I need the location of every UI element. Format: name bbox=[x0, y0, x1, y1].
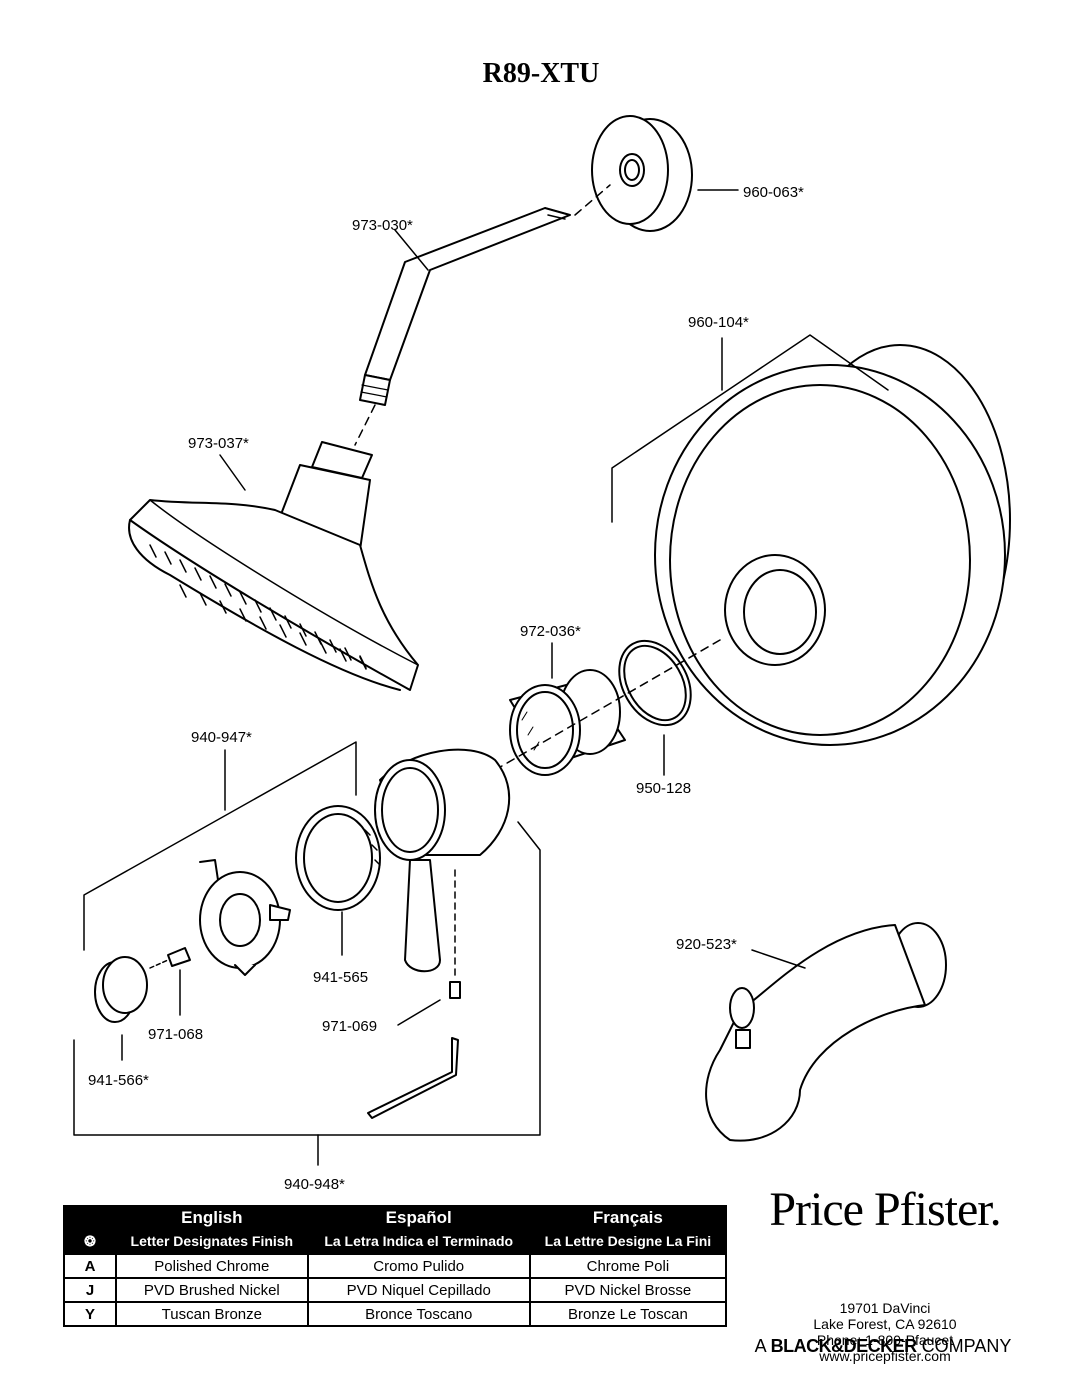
label-940-948: 940-948* bbox=[284, 1176, 345, 1193]
company-name: BLACK&DECKER bbox=[770, 1336, 918, 1356]
finish-key-header bbox=[63, 1205, 117, 1229]
hex-key bbox=[367, 1037, 459, 1119]
company-suffix: COMPANY bbox=[921, 1336, 1012, 1356]
set-screw bbox=[449, 981, 461, 999]
handle-body bbox=[374, 748, 511, 973]
address-line: 19701 DaVinci bbox=[839, 1300, 931, 1316]
finish-francais: Bronze Le Toscan bbox=[528, 1301, 728, 1327]
label-920-523: 920-523* bbox=[676, 936, 737, 953]
finish-francais: Chrome Poli bbox=[528, 1253, 728, 1279]
subheader-francais: La Lettre Designe La Fini bbox=[528, 1229, 728, 1255]
label-971-069: 971-069 bbox=[322, 1018, 377, 1035]
adapter bbox=[199, 859, 291, 976]
header-espanol: Español bbox=[306, 1205, 531, 1229]
parent-company: A BLACK&DECKER COMPANY bbox=[738, 1336, 1028, 1357]
shower-head bbox=[128, 441, 419, 691]
escutcheon-plate bbox=[654, 344, 1011, 746]
table-row: A Polished Chrome Cromo Pulido Chrome Po… bbox=[63, 1253, 728, 1279]
finish-english: Polished Chrome bbox=[115, 1253, 309, 1279]
finish-francais: PVD Nickel Brosse bbox=[528, 1277, 728, 1303]
address-line: Lake Forest, CA 92610 bbox=[813, 1316, 957, 1332]
finish-espanol: Bronce Toscano bbox=[306, 1301, 531, 1327]
label-973-030: 973-030* bbox=[352, 217, 413, 234]
finish-code: J bbox=[63, 1277, 117, 1303]
finish-english: Tuscan Bronze bbox=[115, 1301, 309, 1327]
label-941-566: 941-566* bbox=[88, 1072, 149, 1089]
label-960-063: 960-063* bbox=[743, 184, 804, 201]
handle-screw bbox=[149, 947, 191, 969]
brand-logo: Price Pfister. bbox=[769, 1183, 1001, 1236]
company-address: 19701 DaVinci Lake Forest, CA 92610 Phon… bbox=[760, 1300, 1010, 1364]
sleeve bbox=[509, 669, 626, 776]
header-english: English bbox=[115, 1205, 309, 1229]
shower-arm bbox=[359, 207, 571, 406]
label-941-565: 941-565 bbox=[313, 969, 368, 986]
part-number-labels: 960-063* 973-030* 960-104* 973-037* 972-… bbox=[88, 184, 804, 1193]
finish-key-icon: ❂ bbox=[63, 1229, 117, 1255]
header-francais: Français bbox=[528, 1205, 728, 1229]
finish-code: A bbox=[63, 1253, 117, 1279]
subheader-espanol: La Letra Indica el Terminado bbox=[306, 1229, 531, 1255]
label-950-128: 950-128 bbox=[636, 780, 691, 797]
finish-espanol: PVD Niquel Cepillado bbox=[306, 1277, 531, 1303]
table-row: J PVD Brushed Nickel PVD Niquel Cepillad… bbox=[63, 1277, 728, 1303]
tub-spout bbox=[705, 922, 947, 1142]
finish-code: Y bbox=[63, 1301, 117, 1327]
table-row: Y Tuscan Bronze Bronce Toscano Bronze Le… bbox=[63, 1301, 728, 1327]
subheader-english: Letter Designates Finish bbox=[115, 1229, 309, 1255]
finish-espanol: Cromo Pulido bbox=[306, 1253, 531, 1279]
company-prefix: A bbox=[754, 1336, 766, 1356]
label-940-947: 940-947* bbox=[191, 729, 252, 746]
shower-arm-flange bbox=[591, 115, 693, 232]
label-973-037: 973-037* bbox=[188, 435, 249, 452]
exploded-parts-diagram: 960-063* 973-030* 960-104* 973-037* 972-… bbox=[73, 115, 1011, 1193]
phone-line: Phone: 1-800-Pfaucet bbox=[816, 1332, 954, 1348]
finish-english: PVD Brushed Nickel bbox=[115, 1277, 309, 1303]
brand-block: Price Pfister. bbox=[745, 1180, 1025, 1240]
handle-cap bbox=[94, 956, 148, 1023]
label-960-104: 960-104* bbox=[688, 314, 749, 331]
label-971-068: 971-068 bbox=[148, 1026, 203, 1043]
dial-ring bbox=[295, 805, 381, 911]
website-line: www.pricepfister.com bbox=[819, 1348, 951, 1364]
finish-table: English Español Français ❂ Letter Design… bbox=[63, 1205, 728, 1327]
page-title: R89-XTU bbox=[482, 58, 600, 89]
label-972-036: 972-036* bbox=[520, 623, 581, 640]
